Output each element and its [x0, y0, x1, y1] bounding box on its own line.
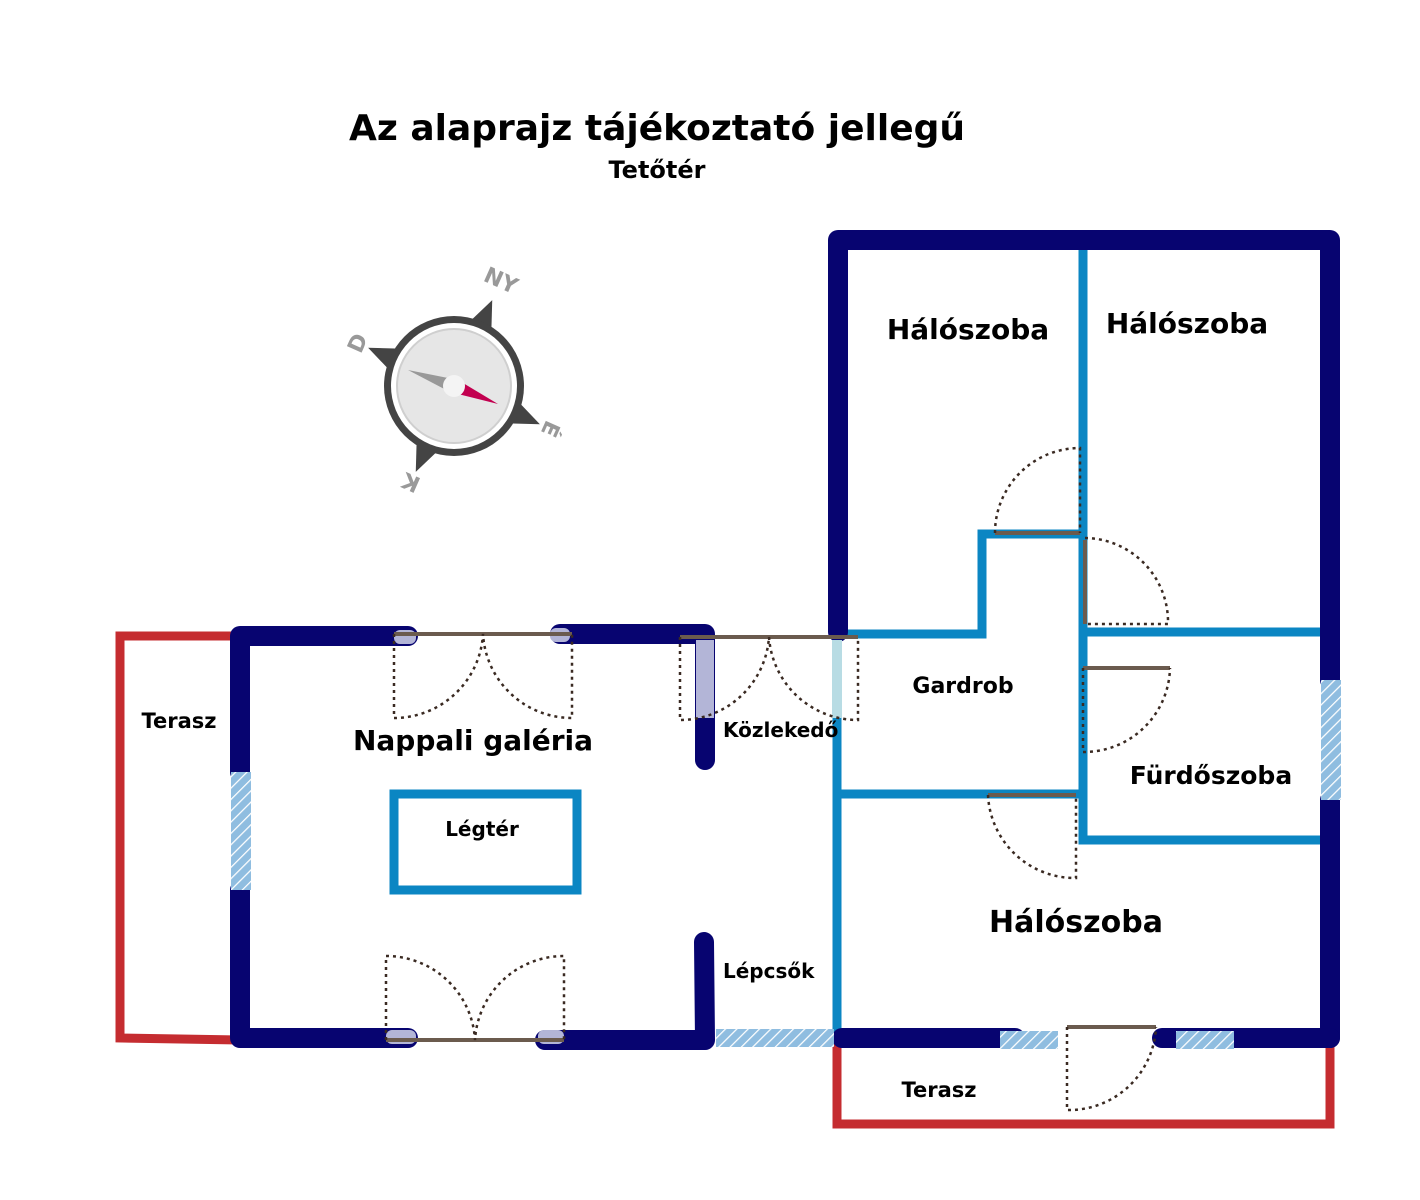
door-bedroom-top-left — [993, 446, 1082, 535]
doors — [384, 446, 1172, 1112]
terrace-left-outline — [115, 631, 241, 1045]
window-stairs — [716, 1029, 834, 1047]
window-terrace-left — [231, 772, 251, 890]
inner-walls — [389, 243, 1327, 1037]
compass-label-north: NY — [480, 263, 523, 300]
window-bottom-2 — [1176, 1031, 1234, 1049]
compass-icon: NY É K D — [343, 263, 565, 496]
room-label-terrace-bottom: Terasz — [901, 1078, 976, 1102]
plan-title: Az alaprajz tájékoztató jellegű — [349, 108, 965, 149]
door-bedroom-top-right — [1083, 536, 1170, 626]
room-label-bedroom-bottom: Hálószoba — [989, 905, 1163, 940]
compass-label-west: D — [343, 330, 373, 357]
window-bottom-1 — [1000, 1031, 1058, 1049]
room-label-bathroom: Fürdőszoba — [1130, 761, 1292, 790]
room-labels: Hálószoba Hálószoba Hálószoba Gardrob Fü… — [141, 307, 1292, 1102]
room-label-wardrobe: Gardrob — [912, 674, 1013, 699]
plan-subtitle: Tetőtér — [608, 156, 705, 184]
door-bedroom-bottom — [986, 793, 1078, 880]
terrace-bottom-outline — [832, 1040, 1335, 1129]
windows — [231, 680, 1341, 1049]
room-label-living-gallery: Nappali galéria — [353, 724, 593, 757]
compass-label-east: É — [535, 417, 565, 441]
compass-label-south: K — [398, 466, 425, 496]
window-bathroom — [1321, 680, 1341, 800]
room-label-stairs: Lépcsők — [723, 959, 815, 983]
room-label-corridor: Közlekedő — [723, 718, 838, 742]
door-corridor — [678, 635, 860, 722]
room-label-bedroom-top-right: Hálószoba — [1106, 307, 1268, 340]
room-label-bedroom-top-left: Hálószoba — [887, 313, 1049, 346]
door-gallery-top — [392, 632, 574, 720]
room-label-terrace-left: Terasz — [141, 709, 216, 733]
door-gallery-bottom — [384, 954, 566, 1042]
door-terrace-bottom — [1065, 1025, 1158, 1112]
door-bathroom — [1081, 666, 1172, 754]
room-label-void: Légtér — [445, 817, 519, 841]
